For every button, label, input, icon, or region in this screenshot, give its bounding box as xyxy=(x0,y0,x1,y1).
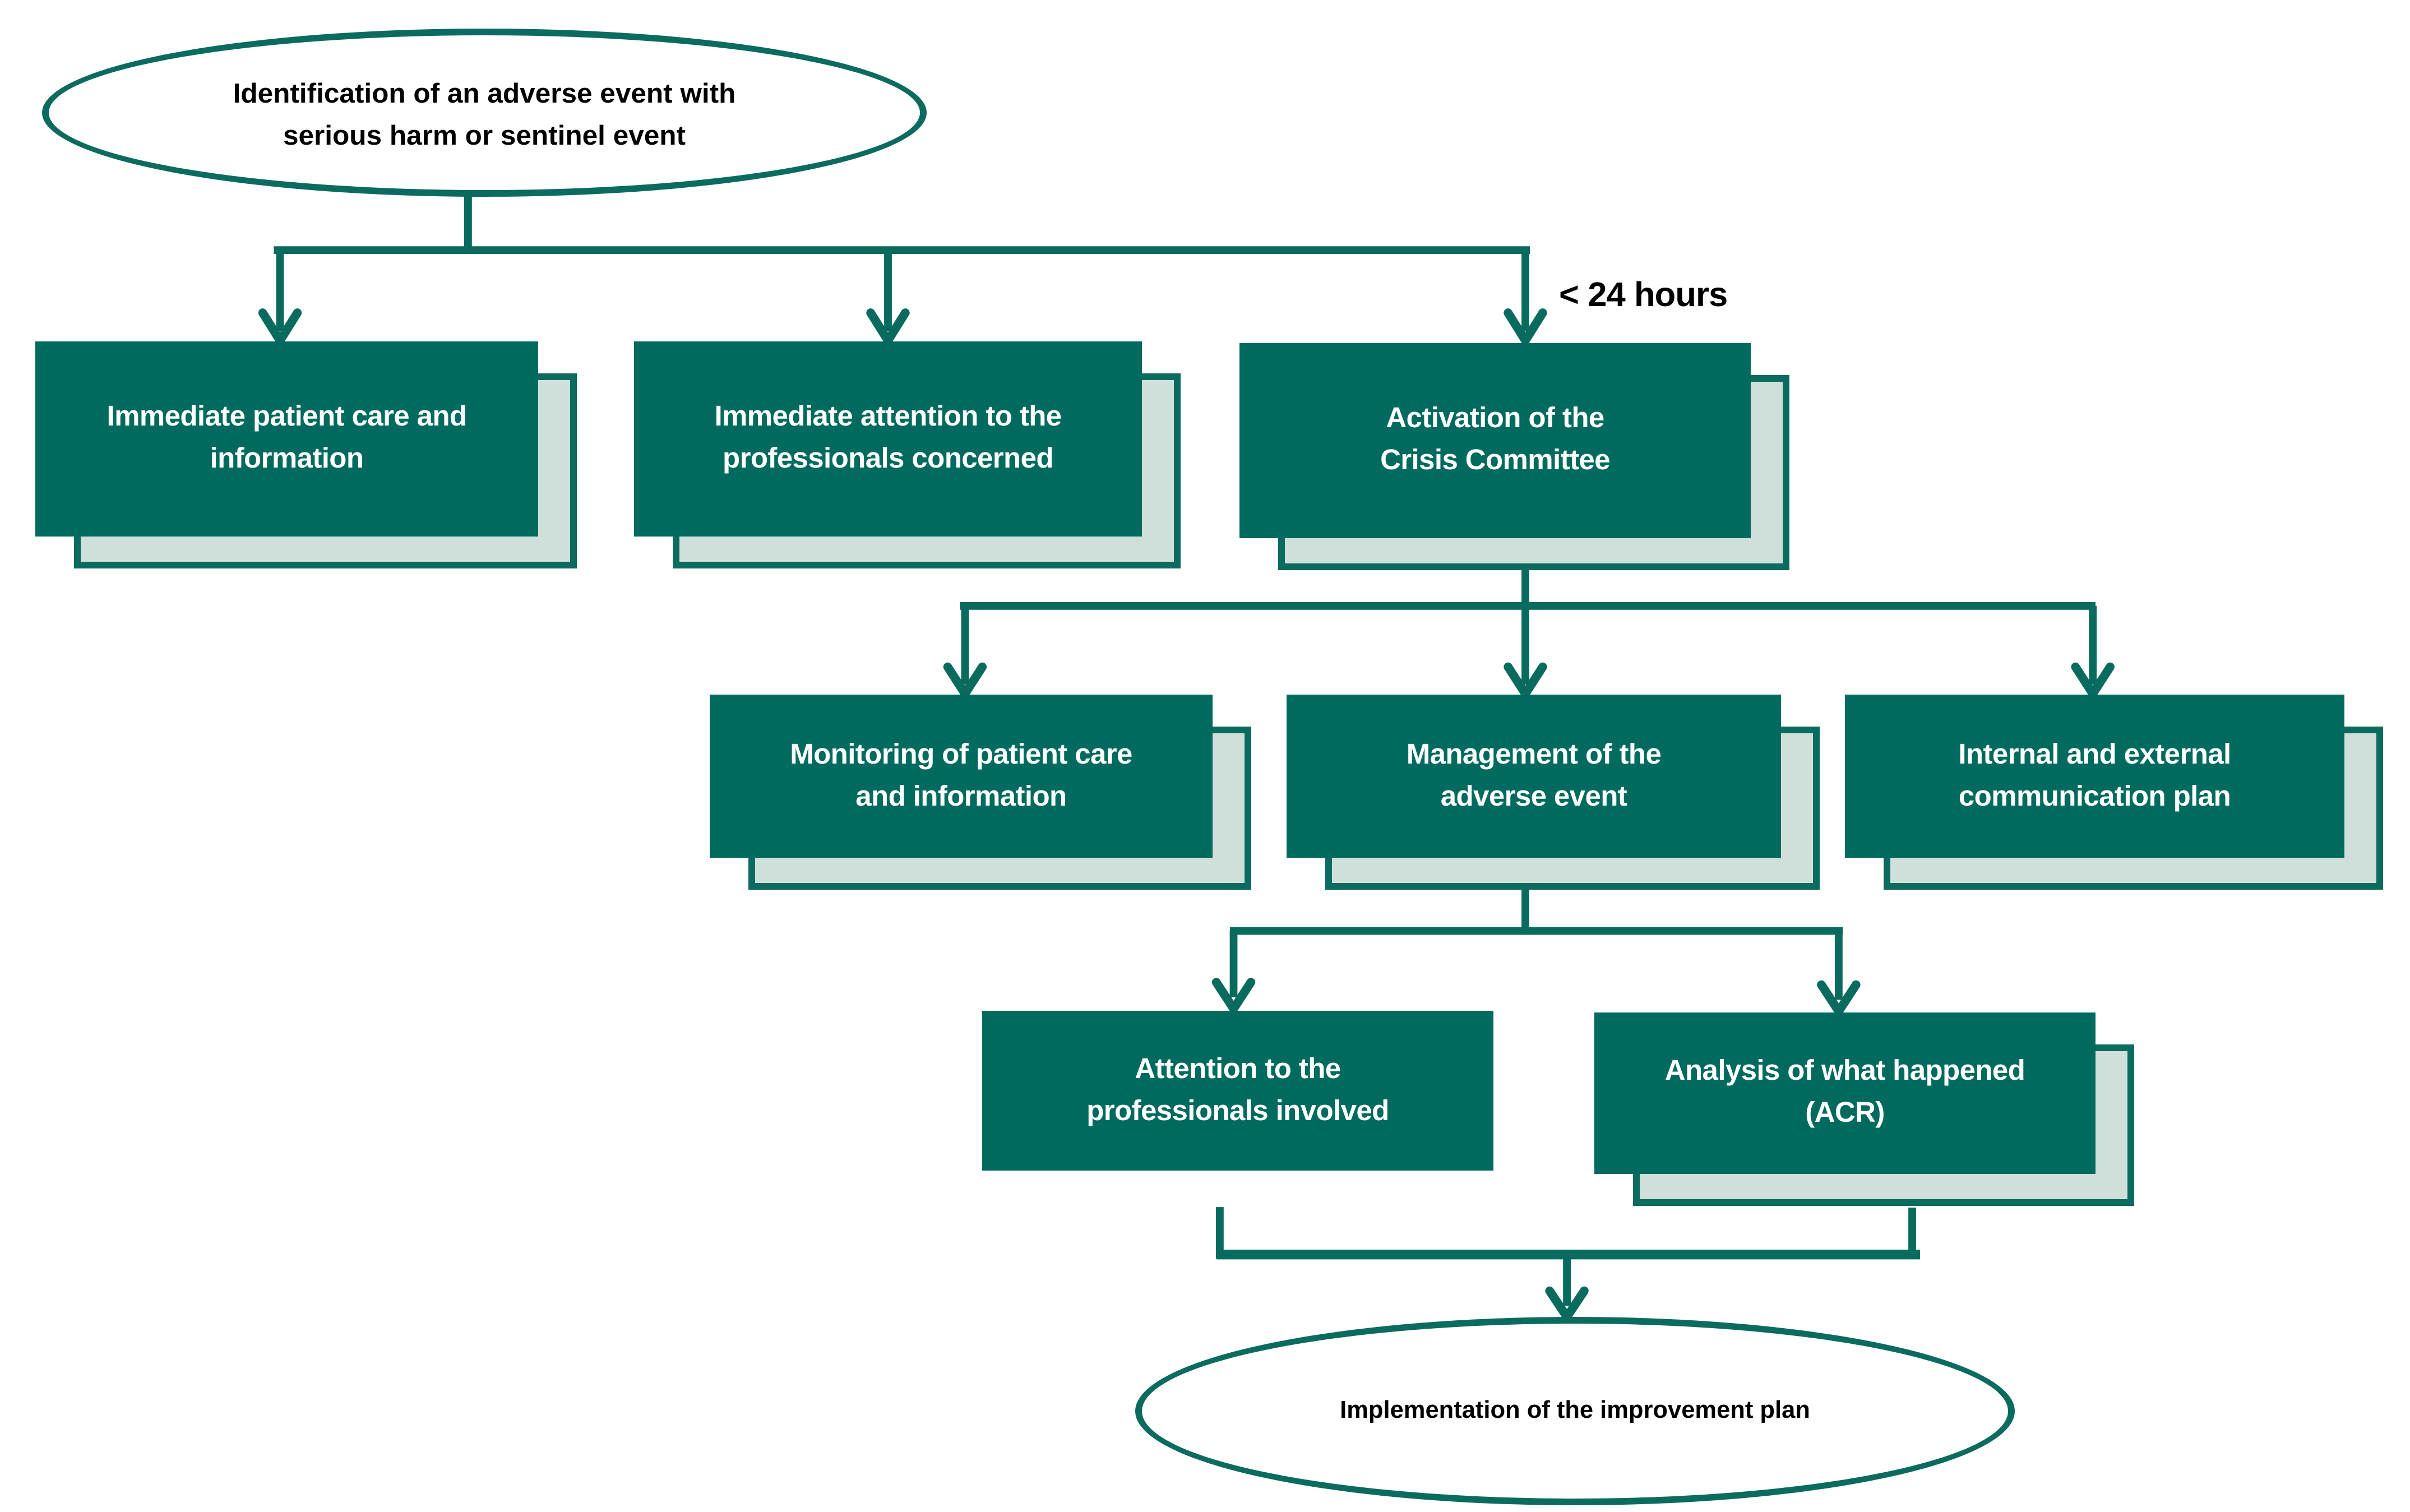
node-label: Attention to the professionals involved xyxy=(1086,1052,1389,1126)
start-ellipse-label: Identification of an adverse event with … xyxy=(233,79,736,151)
node-analysis-acr: Analysis of what happened (ACR) xyxy=(1594,1012,2096,1174)
node-activation-crisis-committee: Activation of the Crisis Committee xyxy=(1239,343,1751,538)
node-label: Monitoring of patient care and informati… xyxy=(790,738,1132,812)
node-internal-external-communication: Internal and external communication plan xyxy=(1845,695,2344,858)
node-management-adverse-event: Management of the adverse event xyxy=(1287,695,1781,858)
end-ellipse: Implementation of the improvement plan xyxy=(1135,1317,2015,1505)
node-label: Management of the adverse event xyxy=(1406,738,1662,812)
node-label: Immediate patient care and information xyxy=(107,401,468,474)
node-attention-professionals-involved: Attention to the professionals involved xyxy=(982,1011,1493,1171)
node-immediate-patient-care: Immediate patient care and information xyxy=(35,341,538,537)
node-label: Immediate attention to the professionals… xyxy=(714,401,1062,474)
end-ellipse-label: Implementation of the improvement plan xyxy=(1340,1397,1810,1425)
start-ellipse: Identification of an adverse event with … xyxy=(42,29,927,197)
node-monitoring-patient-care: Monitoring of patient care and informati… xyxy=(710,695,1213,858)
node-label: Internal and external communication plan xyxy=(1958,738,2231,812)
node-label: Activation of the Crisis Committee xyxy=(1380,403,1610,476)
node-immediate-attention-professionals: Immediate attention to the professionals… xyxy=(634,341,1142,537)
time-annotation-label: < 24 hours xyxy=(1559,276,1728,315)
node-label: Analysis of what happened (ACR) xyxy=(1664,1055,2025,1129)
